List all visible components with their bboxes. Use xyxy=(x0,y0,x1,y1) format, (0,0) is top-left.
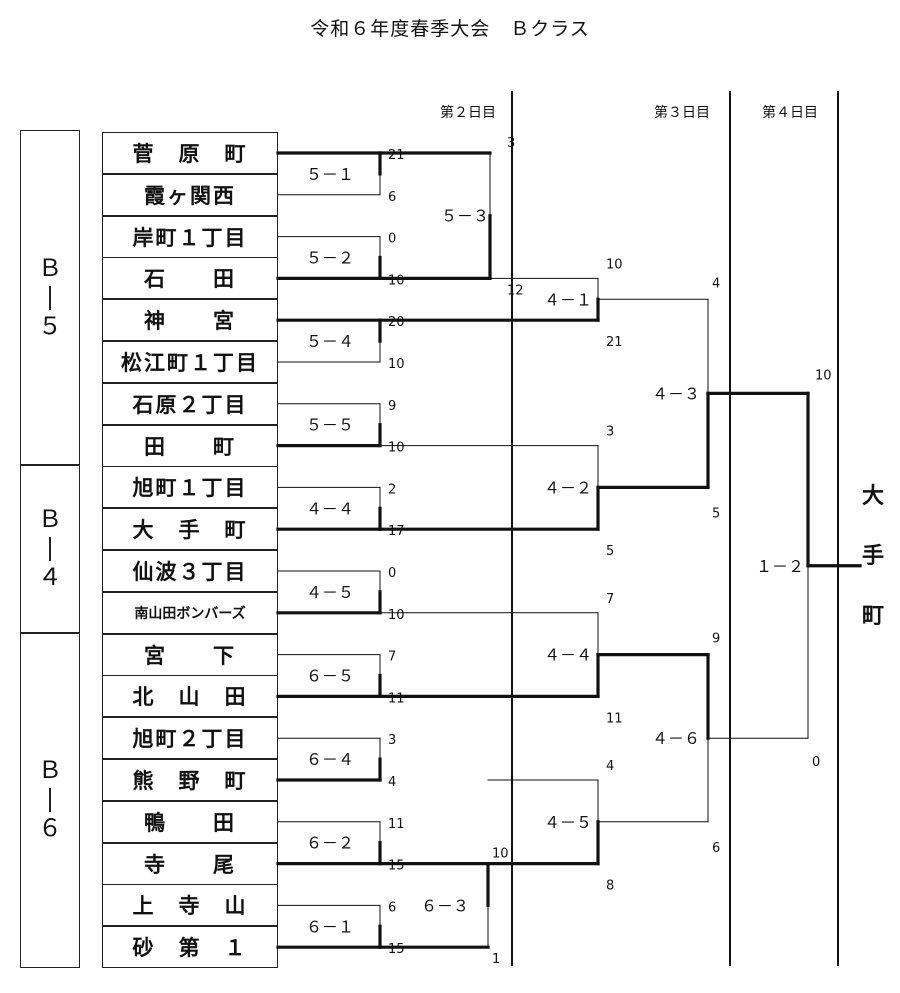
score-label: 11 xyxy=(606,711,623,726)
group-label-b5: Ｂ ５ xyxy=(20,130,80,466)
match-number: ６－２ xyxy=(306,834,354,853)
day-2-header: 第２日目 xyxy=(440,105,496,121)
score-label: 0 xyxy=(388,232,396,247)
score-label: 3 xyxy=(388,733,396,748)
team-box: 石 田 xyxy=(102,257,278,300)
team-box: 熊 野 町 xyxy=(102,759,278,801)
score-label: 10 xyxy=(606,257,623,272)
score-label: 11 xyxy=(388,817,405,832)
score-label: 6 xyxy=(388,900,396,915)
group-label-b6: Ｂ ６ xyxy=(20,632,80,968)
score-label: 4 xyxy=(388,775,396,790)
score-label: 5 xyxy=(712,506,720,521)
match-number: ４－４ xyxy=(306,499,354,518)
team-box: 寺 尾 xyxy=(102,842,278,885)
score-label: 0 xyxy=(812,755,820,770)
score-label: 3 xyxy=(606,425,614,440)
score-label: 7 xyxy=(388,650,396,665)
score-label: 6 xyxy=(388,190,396,205)
match-number: ４－５ xyxy=(544,813,592,832)
score-label: 4 xyxy=(712,276,720,291)
group-dash xyxy=(49,537,51,561)
team-box: 上 寺 山 xyxy=(102,884,278,927)
page-title: 令和６年度春季大会 Ｂクラス xyxy=(310,18,590,40)
score-label: 10 xyxy=(815,368,832,383)
match-number: ６－１ xyxy=(306,917,354,936)
score-label: 4 xyxy=(606,759,614,774)
winner-char-3: 町 xyxy=(862,604,885,629)
score-label: 0 xyxy=(388,566,396,581)
score-label: 17 xyxy=(388,524,405,539)
day-4-header: 第４日目 xyxy=(762,105,818,121)
group-dash xyxy=(49,286,51,310)
group-letter: Ｂ xyxy=(38,505,62,534)
match-number: ４－４ xyxy=(544,646,592,665)
score-label: 5 xyxy=(606,544,614,559)
score-label: 3 xyxy=(507,136,515,151)
score-label: 10 xyxy=(388,357,405,372)
team-box: 仙波３丁目 xyxy=(102,550,278,592)
match-number: ５－４ xyxy=(306,332,354,351)
team-box: 霞ヶ関西 xyxy=(102,173,278,216)
score-label: 11 xyxy=(388,691,405,706)
score-label: 7 xyxy=(606,592,614,607)
match-number: １－２ xyxy=(756,557,804,576)
score-label: 21 xyxy=(606,335,623,350)
group-letter: Ｂ xyxy=(38,254,62,283)
match-number: ５－２ xyxy=(306,249,354,268)
score-label: 10 xyxy=(388,273,405,288)
winner-char-2: 手 xyxy=(862,544,885,569)
group-dash xyxy=(49,788,51,812)
group-number: ５ xyxy=(38,312,62,340)
team-box: 砂 第 １ xyxy=(102,926,278,969)
match-number: ６－５ xyxy=(306,667,354,686)
match-number: ５－５ xyxy=(306,416,354,435)
group-label-b4: Ｂ ４ xyxy=(20,464,80,634)
team-box: 大 手 町 xyxy=(102,508,278,551)
match-number: ４－５ xyxy=(306,583,354,602)
group-letter: Ｂ xyxy=(38,756,62,785)
winner-char-1: 大 xyxy=(862,484,885,509)
score-label: 20 xyxy=(388,315,405,330)
match-number: ５－３ xyxy=(441,207,489,226)
score-label: 10 xyxy=(388,608,405,623)
team-box: 旭町２丁目 xyxy=(102,717,278,760)
team-box: 宮 下 xyxy=(102,633,278,676)
score-label: 6 xyxy=(712,841,720,856)
score-label: 10 xyxy=(492,847,509,862)
group-number: ４ xyxy=(38,563,62,591)
team-box: 北 山 田 xyxy=(102,675,278,718)
match-number: ４－２ xyxy=(544,478,592,497)
score-label: 9 xyxy=(388,399,396,414)
score-label: 8 xyxy=(606,879,614,894)
match-number: ４－３ xyxy=(652,384,700,403)
score-label: 10 xyxy=(388,441,405,456)
match-number: ６－４ xyxy=(306,750,354,769)
score-label: 1 xyxy=(492,952,500,967)
score-label: 12 xyxy=(507,283,524,298)
team-box: 松江町１丁目 xyxy=(102,341,278,383)
score-label: 21 xyxy=(388,148,405,163)
match-number: ４－６ xyxy=(652,729,700,748)
score-label: 9 xyxy=(712,632,720,647)
score-label: 15 xyxy=(388,942,405,957)
score-label: 15 xyxy=(388,859,405,874)
group-number: ６ xyxy=(38,814,62,842)
day-3-header: 第３日目 xyxy=(654,105,710,121)
match-number: ４－１ xyxy=(544,290,592,309)
score-label: 2 xyxy=(388,482,396,497)
match-number: ６－３ xyxy=(421,896,469,915)
match-number: ５－１ xyxy=(306,165,354,184)
